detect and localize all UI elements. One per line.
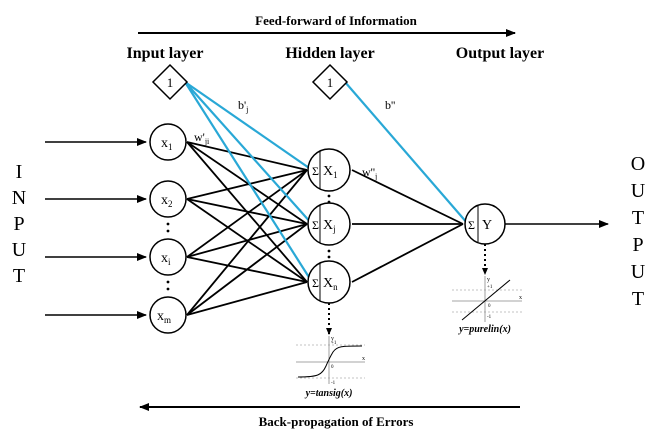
svg-text:Σ: Σ (312, 164, 319, 178)
input-node-i: xi (149, 238, 187, 276)
svg-text:O: O (631, 153, 645, 175)
svg-text:Xn: Xn (323, 276, 338, 292)
svg-text:x2: x2 (161, 193, 173, 209)
svg-text:y: y (487, 277, 490, 283)
svg-text:U: U (631, 180, 646, 202)
svg-text:+1: +1 (331, 341, 337, 346)
input-node-1: x1 (149, 123, 187, 161)
svg-text:+1: +1 (487, 285, 493, 290)
weight-hidden-output-label: w''j (362, 165, 377, 181)
svg-text:Xj: Xj (323, 218, 336, 234)
svg-text:y: y (331, 336, 334, 342)
tansig-plot: y x +1 0 -1 (296, 336, 365, 386)
svg-text:-1: -1 (487, 315, 492, 320)
input-ellipsis (166, 222, 170, 291)
svg-text:T: T (632, 288, 644, 310)
input-node-m: xm (149, 296, 187, 334)
svg-text:x1: x1 (161, 136, 173, 152)
svg-text:1: 1 (327, 75, 334, 90)
output-layer-title: Output layer (456, 45, 544, 62)
svg-text:T: T (13, 265, 25, 287)
input-arrows (45, 138, 147, 319)
svg-text:0: 0 (331, 365, 334, 370)
hidden-node-1: Σ X1 (307, 148, 351, 192)
svg-text:x: x (362, 356, 365, 362)
svg-text:U: U (12, 239, 27, 261)
svg-text:Σ: Σ (312, 218, 319, 232)
svg-text:X1: X1 (323, 164, 338, 180)
svg-text:1: 1 (167, 75, 174, 90)
svg-text:xm: xm (157, 309, 171, 325)
svg-text:I: I (16, 161, 23, 183)
input-hidden-connections (186, 141, 308, 316)
hidden-layer-title: Hidden layer (285, 45, 374, 62)
svg-text:Y: Y (482, 218, 492, 233)
feed-forward-label: Feed-forward of Information (255, 13, 418, 28)
svg-text:x: x (519, 295, 522, 301)
svg-text:-1: -1 (331, 381, 336, 386)
svg-text:U: U (631, 261, 646, 283)
hidden-bias-node: 1 (311, 63, 349, 101)
hidden-ellipsis (327, 194, 331, 259)
back-propagation-label: Back-propagation of Errors (259, 414, 414, 429)
svg-text:P: P (632, 234, 643, 256)
hidden-node-j: Σ Xj (307, 202, 351, 246)
svg-text:P: P (13, 213, 24, 235)
input-bias-node: 1 (151, 63, 189, 101)
purelin-plot: y x +1 0 -1 (452, 276, 522, 322)
svg-text:xi: xi (161, 251, 171, 267)
svg-text:N: N (12, 187, 26, 209)
input-layer-title: Input layer (127, 45, 204, 62)
output-node: Σ Y (464, 203, 506, 245)
svg-text:Σ: Σ (312, 276, 319, 290)
output-side-label: O U T P U T (631, 153, 646, 310)
bias-connections (184, 81, 469, 283)
weight-input-hidden-label: w'ji (194, 130, 210, 146)
hidden-node-n: Σ Xn (307, 260, 351, 304)
purelin-label: y=purelin(x) (458, 324, 511, 335)
svg-text:T: T (632, 207, 644, 229)
hidden-output-connections (351, 169, 464, 283)
svg-text:0: 0 (488, 304, 491, 309)
input-side-label: I N P U T (12, 161, 27, 287)
svg-text:Σ: Σ (468, 218, 475, 232)
bias-weight-output-label: b'' (385, 98, 395, 112)
input-node-2: x2 (149, 180, 187, 218)
tansig-label: y=tansig(x) (305, 388, 353, 399)
bias-weight-hidden-label: b'j (238, 98, 248, 114)
